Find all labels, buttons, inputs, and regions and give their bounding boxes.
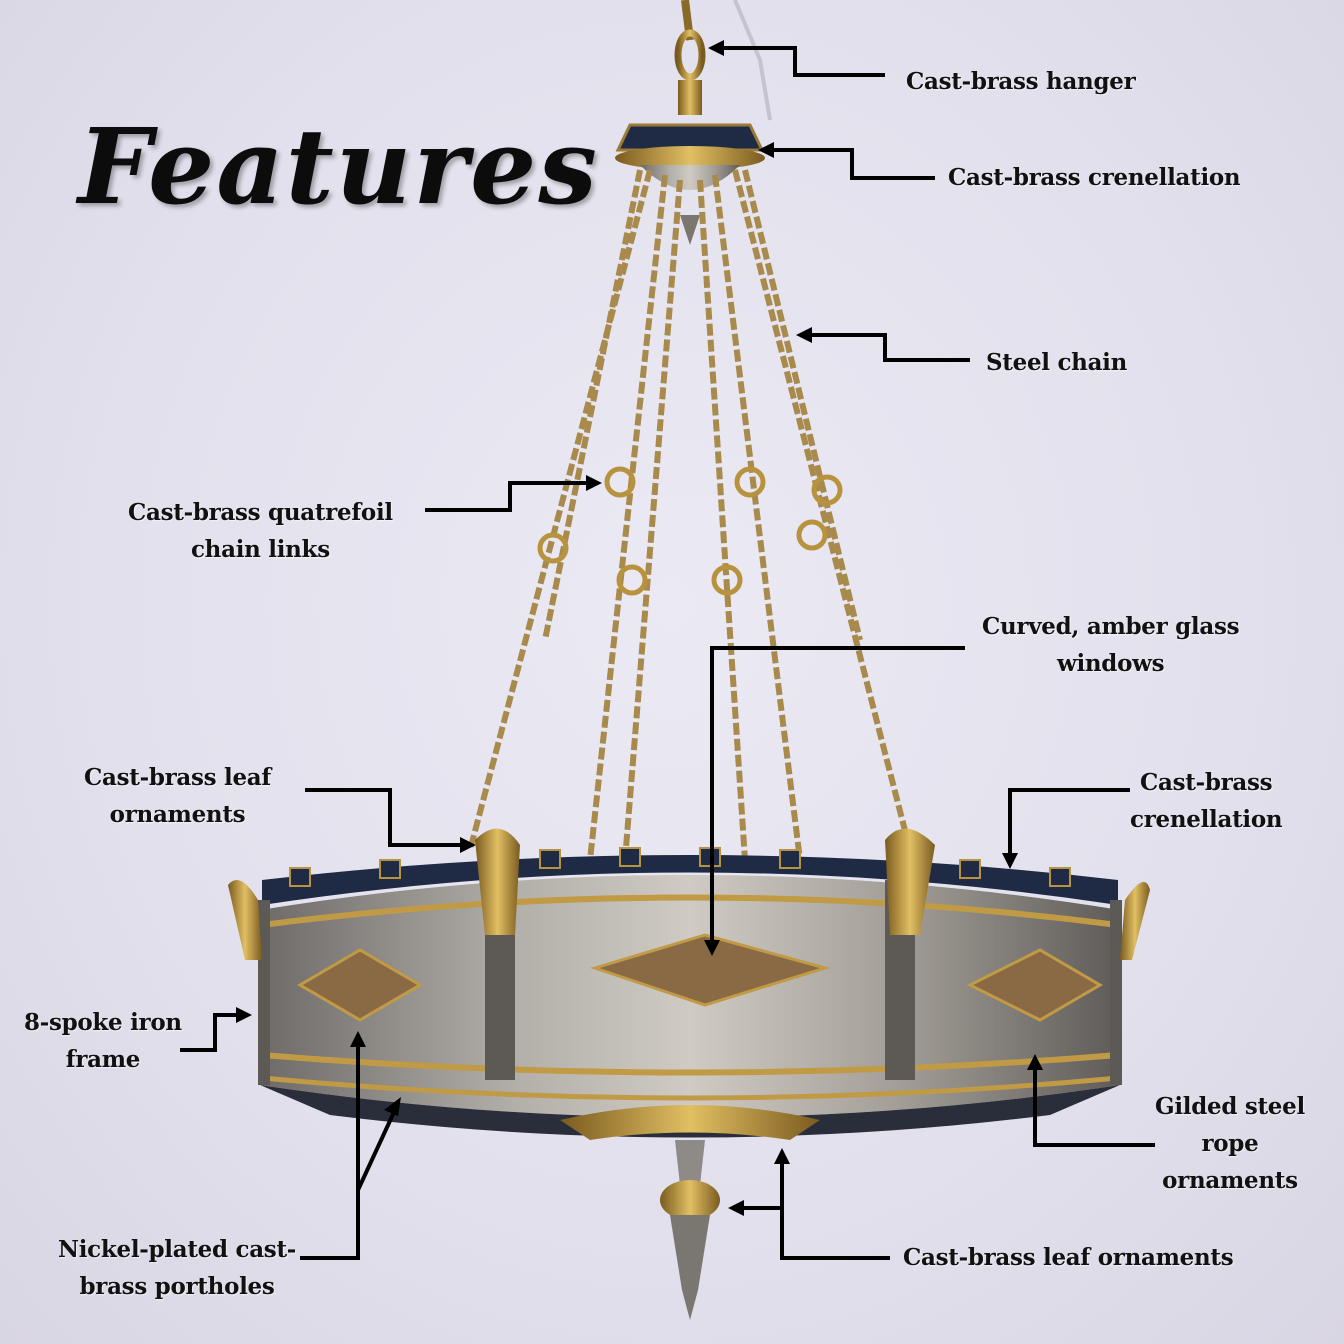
label-line: Nickel-plated cast- <box>58 1236 297 1263</box>
label-line: Curved, amber glass <box>982 613 1240 640</box>
label-line: chain links <box>190 536 330 563</box>
label-line: ornaments <box>109 801 246 828</box>
quatrefoil-links <box>537 466 843 596</box>
label-cast-brass-crenellation-ring: Cast-brass crenellation <box>1130 764 1283 838</box>
ring-body <box>228 828 1150 1140</box>
hanger <box>674 0 706 115</box>
label-line: crenellation <box>1130 806 1283 833</box>
label-gilded-steel-rope-ornaments: Gilded steel rope ornaments <box>1155 1088 1305 1199</box>
arrowheads <box>236 40 1043 1216</box>
label-line: Cast-brass leaf ornaments <box>903 1244 1234 1271</box>
crenellation-merlons <box>289 847 1071 887</box>
label-amber-glass-windows: Curved, amber glass windows <box>982 608 1240 682</box>
page-title: Features <box>78 105 599 228</box>
label-line: Cast-brass <box>1140 769 1273 796</box>
label-line: Cast-brass hanger <box>906 68 1136 95</box>
steel-chains <box>467 169 913 861</box>
label-line: Cast-brass quatrefoil <box>128 499 393 526</box>
label-quatrefoil-chain-links: Cast-brass quatrefoil chain links <box>128 494 393 568</box>
label-cast-brass-leaf-ornaments-upper: Cast-brass leaf ornaments <box>84 759 271 833</box>
background-chain <box>733 0 772 121</box>
label-cast-brass-crenellation-top: Cast-brass crenellation <box>948 159 1241 196</box>
finial <box>660 1140 720 1320</box>
label-nickel-plated-portholes: Nickel-plated cast-brass portholes <box>58 1231 296 1305</box>
label-cast-brass-hanger: Cast-brass hanger <box>906 63 1136 100</box>
label-line: Cast-brass crenellation <box>948 164 1241 191</box>
label-steel-chain: Steel chain <box>986 344 1127 381</box>
label-line: windows <box>1056 650 1165 677</box>
label-line: Gilded steel <box>1155 1093 1305 1120</box>
callout-arrows <box>180 46 1155 1260</box>
label-line: Cast-brass leaf <box>84 764 272 791</box>
label-line: Steel chain <box>986 349 1128 376</box>
label-line: rope <box>1201 1130 1259 1157</box>
label-8-spoke-iron-frame: 8-spoke iron frame <box>24 1004 182 1078</box>
label-line: frame <box>65 1046 141 1073</box>
label-cast-brass-leaf-ornaments-lower: Cast-brass leaf ornaments <box>903 1239 1234 1276</box>
amber-windows <box>297 933 1103 1022</box>
label-line: brass portholes <box>79 1273 275 1300</box>
leaf-ornaments <box>228 828 1150 1140</box>
label-line: 8-spoke iron <box>24 1009 182 1036</box>
label-line: ornaments <box>1162 1167 1298 1194</box>
